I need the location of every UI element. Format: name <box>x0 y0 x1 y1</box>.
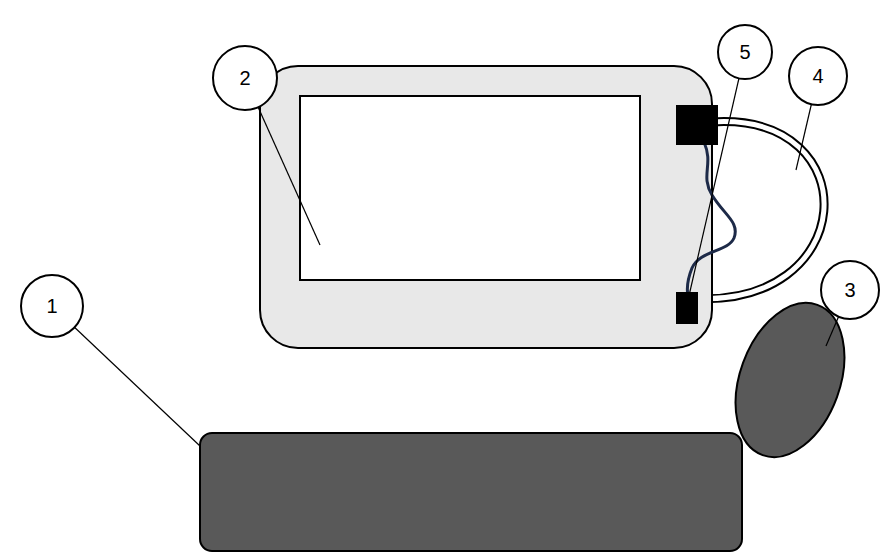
device-body <box>260 66 712 348</box>
callout-number: 3 <box>844 280 855 300</box>
callout-circle: 2 <box>212 45 278 111</box>
callout-number: 4 <box>812 66 823 86</box>
callout-number: 1 <box>46 296 57 316</box>
callout-number: 2 <box>239 68 250 88</box>
callout-circle: 1 <box>20 274 84 338</box>
leader-line <box>688 52 745 300</box>
device-screen <box>300 96 640 280</box>
callout-circle: 5 <box>717 24 773 80</box>
callout-circle: 4 <box>788 46 848 106</box>
callout-number: 5 <box>739 42 750 62</box>
lower-connector <box>676 292 698 324</box>
upper-connector <box>676 105 718 145</box>
callout-circle: 3 <box>820 260 880 320</box>
base-pad <box>200 433 742 551</box>
